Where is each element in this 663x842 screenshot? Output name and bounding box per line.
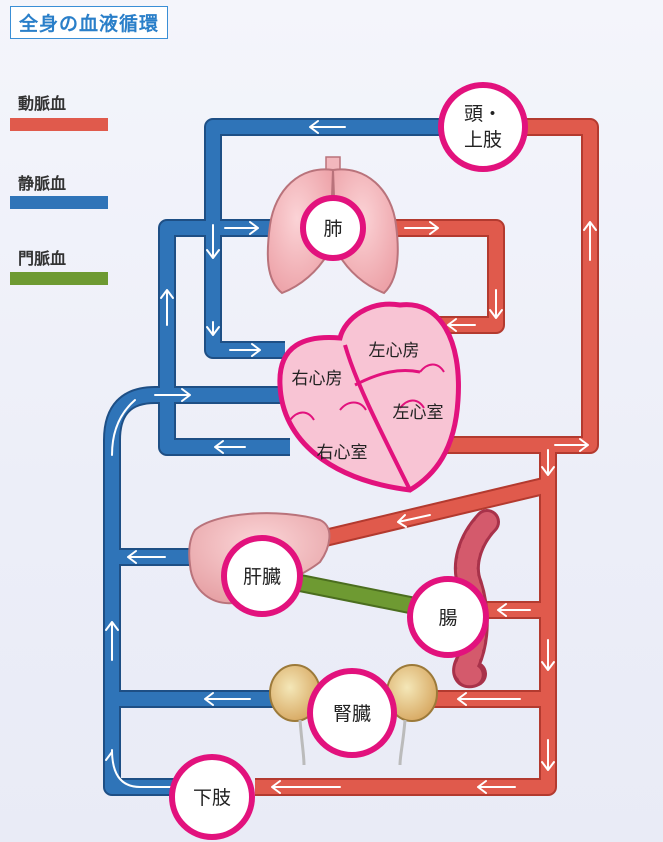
lung-label: 肺 bbox=[323, 218, 342, 240]
portal-vessel bbox=[298, 574, 427, 617]
diagram-title: 全身の血液循環 bbox=[10, 6, 169, 39]
left-atrium-label: 左心房 bbox=[369, 341, 420, 361]
legend-venous-swatch bbox=[10, 196, 108, 209]
head-label-line1: 頭・ bbox=[464, 103, 502, 125]
legend-arterial-swatch bbox=[10, 118, 108, 131]
legend-arterial-label: 動脈血 bbox=[18, 94, 67, 113]
right-ventricle-label: 右心室 bbox=[317, 443, 368, 463]
flow-arrows bbox=[105, 120, 597, 794]
organ-kidney: 腎臓 bbox=[307, 668, 397, 758]
right-atrium-label: 右心房 bbox=[292, 369, 343, 389]
left-ventricle-label: 左心室 bbox=[393, 403, 444, 423]
kidney-label: 腎臓 bbox=[333, 703, 371, 725]
legend-portal-label: 門脈血 bbox=[18, 249, 67, 268]
intestine-label: 腸 bbox=[438, 607, 457, 629]
heart-illustration: 右心房 右心室 左心房 左心室 bbox=[277, 301, 461, 493]
organ-head-upper-limbs: 頭・ 上肢 bbox=[438, 82, 528, 172]
legend-portal-swatch bbox=[10, 272, 108, 285]
organ-lung: 肺 bbox=[300, 195, 366, 261]
organ-lower-limbs: 下肢 bbox=[169, 754, 255, 840]
organ-liver: 肝臓 bbox=[221, 535, 303, 617]
liver-label: 肝臓 bbox=[243, 566, 281, 588]
organ-intestine: 腸 bbox=[407, 576, 489, 658]
legend-venous-label: 静脈血 bbox=[18, 174, 67, 193]
head-label-line2: 上肢 bbox=[464, 129, 502, 151]
lower-limbs-label: 下肢 bbox=[193, 787, 231, 809]
